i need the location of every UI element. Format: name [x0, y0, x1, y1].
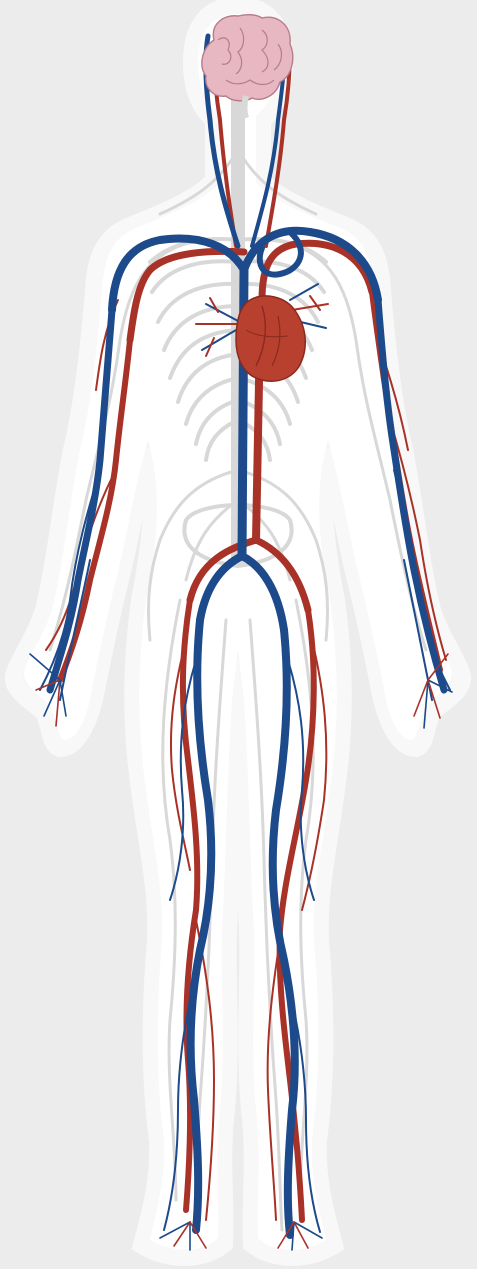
brainstem [245, 96, 247, 118]
